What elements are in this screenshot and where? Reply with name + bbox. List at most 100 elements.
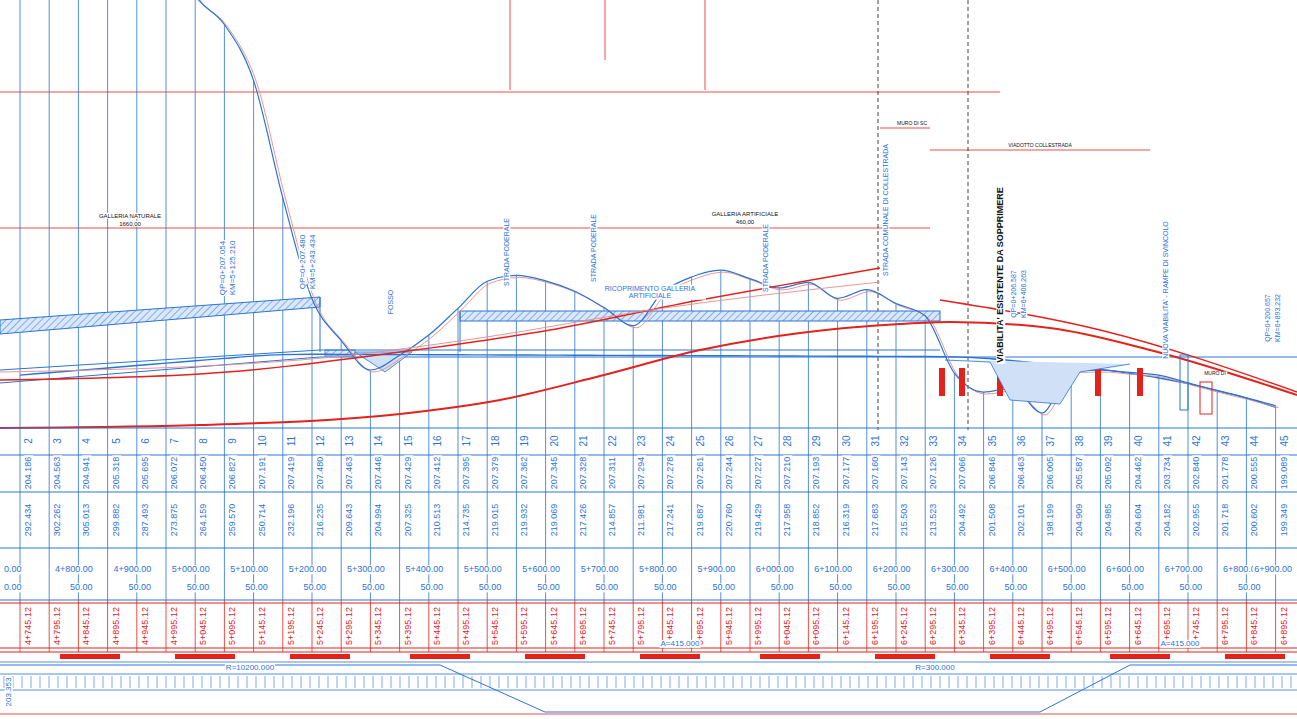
- limit-line: [968, 0, 969, 430]
- ground-elevation: 204.985: [1105, 503, 1114, 538]
- section-number: 16: [433, 434, 444, 447]
- project-elevation: 206.072: [170, 456, 179, 491]
- section-line: [837, 600, 838, 652]
- section-chainage: 5+795.12: [637, 606, 646, 646]
- section-number: 36: [1017, 434, 1028, 447]
- ground-elevation: 217.958: [783, 503, 792, 538]
- section-line: [341, 600, 342, 652]
- tick-mark: [499, 676, 500, 688]
- project-elevation: 207.126: [929, 456, 938, 491]
- chainage: 6+600.00: [1105, 565, 1145, 574]
- section-line: [983, 600, 984, 652]
- section-line: [20, 600, 21, 652]
- tick-mark: [1165, 676, 1166, 688]
- section-chainage: 6+895.12: [1280, 606, 1289, 646]
- section-chainage: 6+845.12: [1251, 606, 1260, 646]
- ground-elevation: 214.857: [608, 503, 617, 538]
- tick-mark: [922, 676, 923, 688]
- chainage: 4+800.00: [54, 565, 94, 574]
- ground-elevation: 211.981: [637, 503, 646, 537]
- partial-distance: 50.00: [595, 583, 620, 592]
- tick-mark: [310, 676, 311, 688]
- section-number: 13: [345, 434, 356, 447]
- section-number: 33: [929, 434, 940, 447]
- tick-mark: [1291, 676, 1292, 688]
- section-number: 3: [53, 437, 64, 445]
- tick-mark: [580, 676, 581, 688]
- section-chainage: 5+545.12: [491, 606, 500, 646]
- tick-mark: [994, 676, 995, 688]
- section-line: [1012, 600, 1013, 652]
- section-chainage: 5+095.12: [229, 606, 238, 646]
- scale-bar: [525, 654, 585, 659]
- tick-mark: [832, 676, 833, 688]
- section-chainage: 6+495.12: [1046, 606, 1055, 646]
- curve-radius: R=10200.000: [225, 664, 275, 672]
- project-elevation: 207.362: [521, 456, 530, 491]
- road-profile: [940, 300, 1297, 392]
- ground-elevation: 217.241: [667, 503, 676, 538]
- section-chainage: 4+745.12: [24, 606, 33, 646]
- ground-elevation: 214.735: [462, 503, 471, 538]
- section-line: [1217, 391, 1218, 600]
- section-line: [253, 600, 254, 652]
- ground-elevation: 202.101: [1017, 503, 1026, 538]
- tick-mark: [1210, 676, 1211, 688]
- tick-mark: [283, 676, 284, 688]
- section-line: [1042, 413, 1043, 600]
- scale-bar: [290, 654, 350, 659]
- tick-mark: [202, 676, 203, 688]
- project-elevation: 205.092: [1105, 456, 1114, 491]
- tick-mark: [625, 676, 626, 688]
- partial-distance: 50.00: [361, 583, 386, 592]
- ground-elevation: 302.262: [53, 503, 62, 538]
- tunnel-name: GALLERIA NATURALE: [98, 213, 162, 219]
- tunnel-length: 1660,00: [118, 221, 142, 227]
- section-line: [808, 600, 809, 652]
- project-elevation: 207.412: [433, 456, 442, 491]
- table-line: [0, 600, 1297, 601]
- section-number: 6: [141, 437, 152, 445]
- tick-mark: [904, 676, 905, 688]
- tick-mark: [157, 676, 158, 688]
- tick-mark: [733, 676, 734, 688]
- section-line: [282, 600, 283, 652]
- table-line: [0, 690, 1297, 691]
- section-chainage: 5+645.12: [550, 606, 559, 646]
- ground-line: [20, 0, 1276, 413]
- section-chainage: 4+795.12: [53, 606, 62, 646]
- section-line: [1129, 600, 1130, 652]
- section-chainage: 5+345.12: [375, 606, 384, 646]
- section-line: [633, 600, 634, 652]
- partial-distance: 50.00: [536, 583, 561, 592]
- tick-mark: [445, 676, 446, 688]
- tick-mark: [1174, 676, 1175, 688]
- chainage: 5+600.00: [521, 565, 561, 574]
- tick-mark: [805, 676, 806, 688]
- tick-mark: [517, 676, 518, 688]
- tick-mark: [427, 676, 428, 688]
- retaining-wall: [1180, 355, 1188, 410]
- tick-mark: [850, 676, 851, 688]
- tick-mark: [247, 676, 248, 688]
- tick-mark: [958, 676, 959, 688]
- portal-coordinate: QP=0+206.587: [1010, 269, 1017, 319]
- partial-distance: 50.00: [127, 583, 152, 592]
- tick-mark: [634, 676, 635, 688]
- section-line: [662, 292, 663, 600]
- reference-line: [0, 92, 1000, 93]
- section-number: 44: [1250, 434, 1261, 447]
- section-number: 17: [462, 434, 473, 447]
- section-line: [896, 600, 897, 652]
- section-line: [458, 308, 459, 600]
- tick-mark: [175, 676, 176, 688]
- tick-mark: [553, 676, 554, 688]
- section-chainage: 5+145.12: [258, 606, 267, 646]
- section-number: 11: [287, 435, 298, 447]
- tick-mark: [256, 676, 257, 688]
- section-number: 4: [82, 437, 93, 445]
- ground-elevation: 218.852: [813, 503, 822, 538]
- tick-mark: [697, 676, 698, 688]
- section-line: [428, 600, 429, 652]
